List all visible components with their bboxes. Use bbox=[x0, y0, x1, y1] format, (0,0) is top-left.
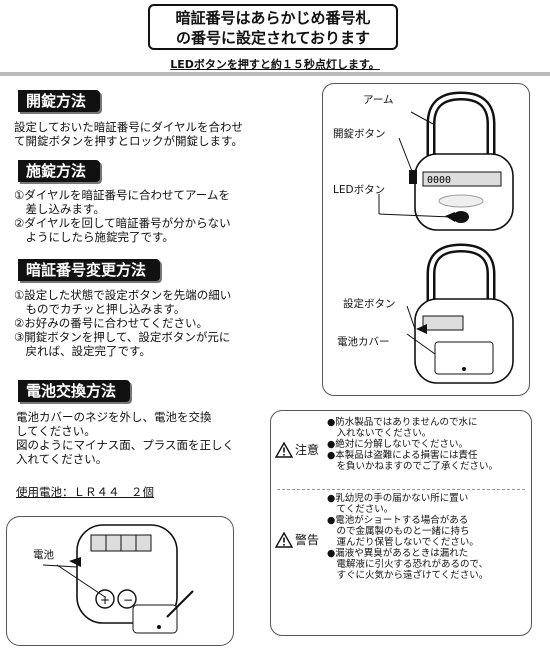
preset-code-notice: 暗証番号はあらかじめ番号札 の番号に設定されております bbox=[148, 4, 398, 50]
battery-text: 電池カバーのネジを外し、電池を交換 してください。 図のようにマイナス面、プラス… bbox=[16, 410, 235, 466]
svg-text:+: + bbox=[100, 593, 110, 607]
caution-label: 注意 bbox=[275, 441, 319, 458]
callout-arm: アーム bbox=[363, 94, 394, 106]
battery-illustration: + − 電池 bbox=[6, 516, 234, 646]
callout-led-button: LEDボタン bbox=[333, 184, 386, 196]
callout-set-button: 設定ボタン bbox=[343, 298, 396, 310]
caution-label-text: 注意 bbox=[295, 443, 320, 457]
caution-items: ●防水製品ではありませんので水に 入れないでください。 ●絶対に分解しないでくだ… bbox=[327, 417, 499, 472]
unlock-text: 設定しておいた暗証番号にダイヤルを合わせ て開錠ボタンを押すとロックが開錠します… bbox=[14, 120, 243, 148]
change-code-heading: 暗証番号変更方法 bbox=[18, 259, 161, 281]
callout-battery: 電池 bbox=[33, 549, 54, 561]
padlock-illustration: 0000 アーム 開錠ボタン LEDボタン 設定ボタン 電池カバー bbox=[322, 83, 530, 396]
notice-line-1: 暗証番号はあらかじめ番号札 bbox=[175, 9, 371, 27]
notice-line-2: の番号に設定されております bbox=[175, 29, 371, 47]
callout-unlock-button: 開錠ボタン bbox=[333, 128, 386, 140]
callout-battery-cover: 電池カバー bbox=[337, 336, 390, 348]
warning-icon bbox=[275, 531, 293, 548]
warning-label-text: 警告 bbox=[295, 533, 320, 547]
header-divider bbox=[0, 72, 550, 76]
caution-icon bbox=[275, 441, 293, 458]
battery-diagram: + − bbox=[42, 524, 194, 634]
dial-digits: 0000 bbox=[427, 175, 451, 186]
battery-heading: 電池交換方法 bbox=[18, 380, 131, 402]
warning-divider bbox=[277, 489, 525, 490]
unlock-heading: 開錠方法 bbox=[18, 90, 101, 112]
battery-type: 使用電池：ＬＲ４４ ２個 bbox=[16, 485, 154, 499]
warning-label: 警告 bbox=[275, 531, 319, 548]
warning-box: 注意 ●防水製品ではありませんので水に 入れないでください。 ●絶対に分解しない… bbox=[270, 410, 532, 636]
led-note: LEDボタンを押すと約１５秒点灯します。 bbox=[170, 58, 380, 71]
svg-text:−: − bbox=[123, 593, 133, 607]
change-code-text: ①設定した状態で設定ボタンを先端の細い ものでカチッと押し込みます。 ②お好みの… bbox=[14, 288, 232, 358]
lock-heading: 施錠方法 bbox=[18, 160, 101, 182]
lock-text: ①ダイヤルを暗証番号に合わせてアームを 差し込みます。 ②ダイヤルを回して暗証番… bbox=[14, 188, 231, 244]
warning-items: ●乳幼児の手の届かない所に置い てください。 ●電池がショートする場合がある の… bbox=[327, 493, 489, 581]
padlock-diagram: 0000 bbox=[378, 91, 514, 384]
